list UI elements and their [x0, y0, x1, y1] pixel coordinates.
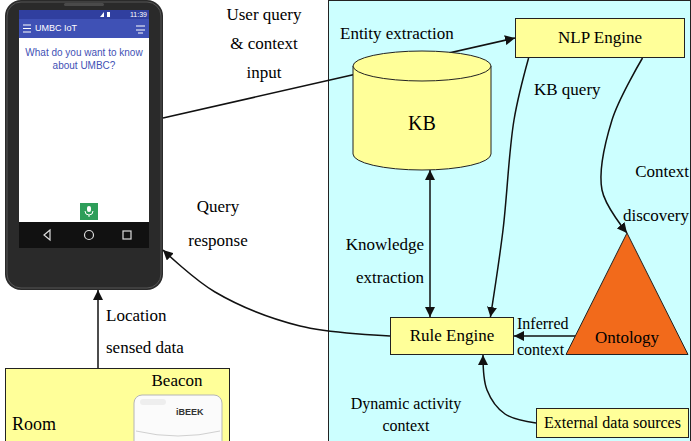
node-label: Beacon — [126, 371, 228, 391]
process-box: Rule Engine — [390, 317, 514, 355]
node-label: Room — [12, 413, 56, 435]
node-sublabel: UMBC IoT — [35, 21, 77, 35]
edge-label: KB query — [534, 80, 601, 100]
edge-label: Context discovery — [619, 150, 689, 238]
node-sublabel: What do you want to know about UMBC? — [23, 46, 145, 72]
phone-illustration — [5, 0, 163, 290]
server-panel — [329, 1, 691, 441]
flow-arrow — [490, 58, 528, 317]
node-label: Rule Engine — [410, 326, 495, 346]
flow-arrow — [601, 58, 643, 233]
node-label: NLP Engine — [558, 28, 642, 48]
database-cylinder: KB — [352, 50, 492, 170]
process-box: NLP Engine — [515, 18, 685, 58]
edge-label: Dynamic activity context — [336, 393, 476, 437]
edge-label: Location sensed data — [106, 300, 196, 364]
node-label: Ontology — [565, 328, 689, 348]
flow-arrow — [429, 170, 431, 317]
flow-note: Entity extraction — [340, 24, 454, 44]
flow-arrow — [97, 290, 99, 368]
ontology-triangle: Ontology — [565, 232, 689, 355]
node-label: 11:39 — [115, 10, 147, 19]
node-label: KB — [408, 86, 436, 135]
edge-label: Query response — [176, 190, 260, 258]
node-sublabel: iBEEK — [176, 407, 204, 418]
flow-arrow — [163, 250, 390, 336]
edge-label: User query & context input — [222, 0, 306, 87]
node-label: External data sources — [544, 414, 681, 432]
edge-label: Knowledge extraction — [340, 228, 424, 294]
edge-label: Inferred context — [517, 311, 575, 363]
source-box: External data sources — [536, 408, 689, 438]
flow-arrow — [483, 355, 536, 423]
phone-app: 11:39UMBC IoT What do you want to know ab… — [5, 0, 163, 290]
flow-arrow — [514, 335, 576, 337]
beacon-device: Beacon iBEEK — [126, 371, 228, 441]
room-box: Room Beacon iBEEK — [5, 368, 230, 441]
database-cylinder-outline — [352, 50, 492, 170]
